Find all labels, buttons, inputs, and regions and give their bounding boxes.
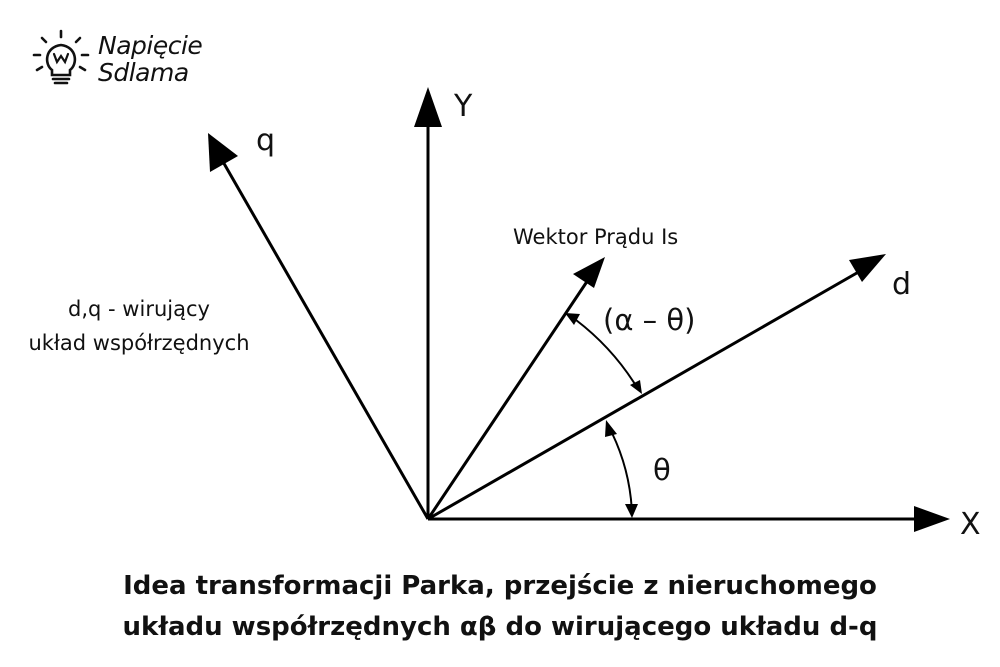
logo-text-line1: Napięcie	[98, 31, 203, 60]
current-vector-line	[426, 279, 590, 520]
theta-arc-arrowhead-top	[605, 420, 617, 437]
logo: Napięcie Sdlama	[30, 28, 203, 90]
figure-caption: Idea transformacji Parka, przejście z ni…	[0, 566, 1000, 648]
lightbulb-icon	[32, 29, 90, 85]
current-vector-arrowhead	[573, 257, 605, 288]
alpha-theta-arc-arrowhead-top	[565, 313, 580, 325]
side-note-line2: układ współrzędnych	[28, 331, 250, 355]
caption-line1: Idea transformacji Parka, przejście z ni…	[123, 571, 877, 601]
q-axis-arrowhead	[208, 133, 238, 172]
current-vector-label: Wektor Prądu Is	[513, 225, 678, 249]
theta-angle-label: θ	[653, 453, 671, 487]
y-axis-arrowhead	[414, 87, 442, 127]
alpha-theta-angle-arc	[575, 319, 639, 390]
theta-angle-arc	[611, 432, 633, 514]
x-axis-label: X	[960, 507, 981, 542]
logo-wordmark: Napięcie Sdlama	[98, 31, 203, 87]
d-axis-arrowhead	[849, 254, 886, 282]
alpha-theta-angle-label: (α – θ)	[603, 303, 695, 337]
logo-text-line2: Sdlama	[98, 58, 189, 87]
d-axis-line	[427, 268, 863, 521]
q-axis-line	[220, 159, 430, 520]
theta-arc-arrowhead-bottom	[625, 504, 638, 518]
side-note-line1: d,q - wirujący	[68, 297, 210, 321]
y-axis-label: Y	[453, 89, 473, 124]
rotating-frame-note: d,q - wirujący układ współrzędnych	[8, 292, 270, 360]
d-axis-label: d	[892, 267, 911, 302]
alpha-theta-arc-arrowhead-bottom	[630, 380, 642, 394]
caption-line2: układu współrzędnych αβ do wirującego uk…	[122, 612, 878, 642]
x-axis-arrowhead	[914, 506, 950, 532]
q-axis-label: q	[256, 123, 275, 158]
